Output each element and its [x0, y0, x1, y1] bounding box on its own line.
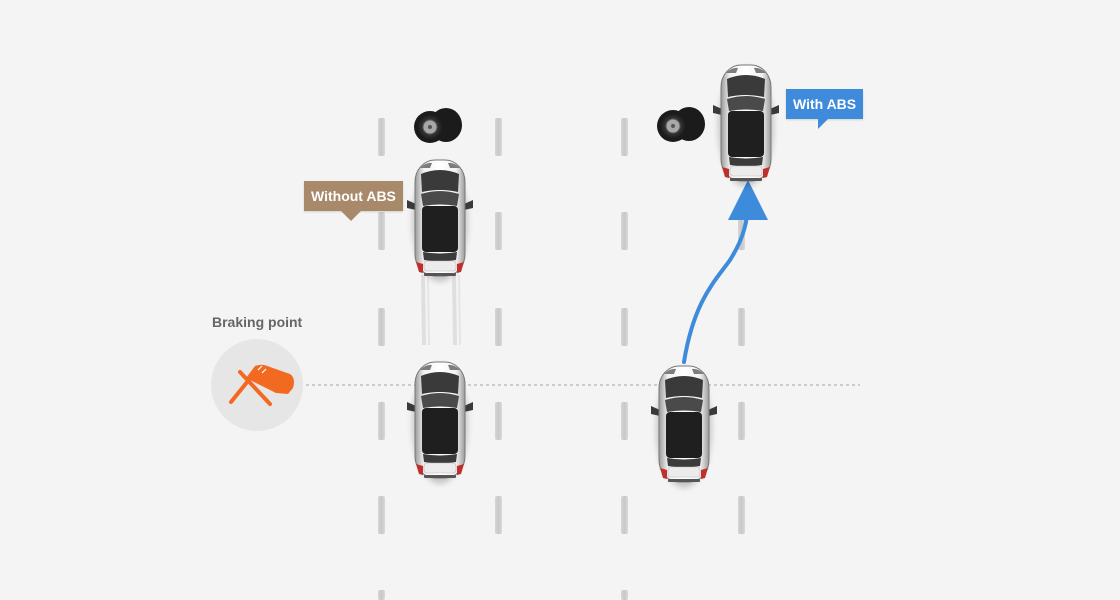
brake-pedal-icon — [211, 339, 303, 431]
car-without-abs-start — [407, 362, 473, 484]
without-abs-callout: Without ABS — [304, 181, 403, 221]
obstacle-tire-icon-right — [656, 106, 706, 143]
abs-steering-path — [682, 180, 768, 364]
car-with-abs-avoided — [713, 65, 779, 187]
skid-marks — [421, 274, 461, 346]
with-abs-callout: With ABS — [786, 89, 864, 129]
braking-point-label: Braking point — [212, 314, 303, 330]
lane-left-a — [378, 118, 385, 600]
car-without-abs-stopped — [407, 160, 473, 282]
lane-left-b — [495, 118, 502, 534]
car-with-abs-start — [651, 366, 717, 488]
lane-right-b — [738, 212, 745, 534]
obstacle-tire-icon-left — [413, 107, 463, 144]
lane-right-a — [621, 118, 628, 600]
lane-markings — [378, 118, 745, 600]
